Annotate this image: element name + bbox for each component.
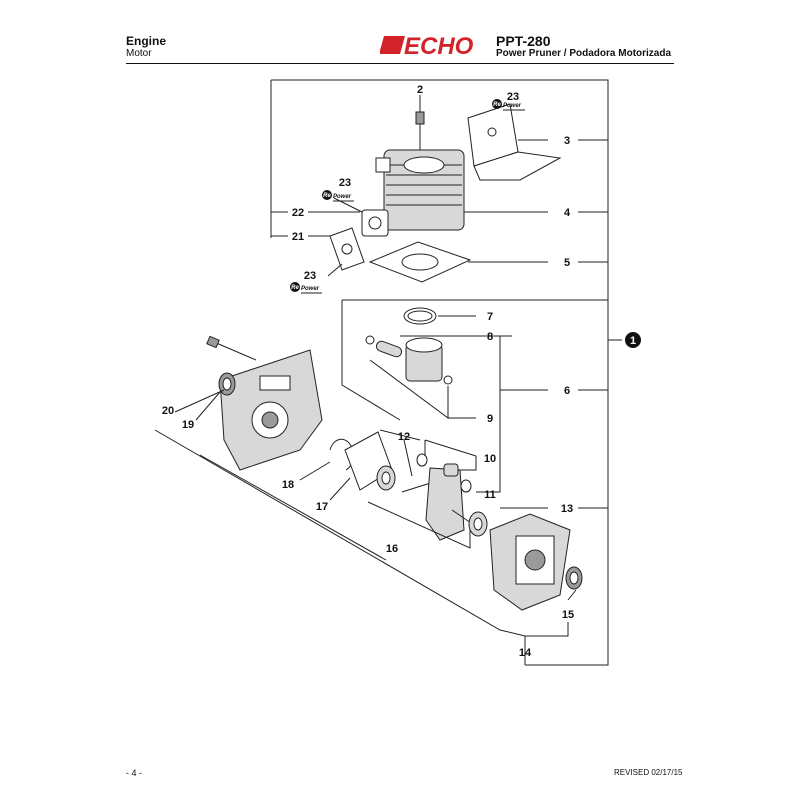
callout-16: 16 [386,543,398,555]
repower-re: Re [493,102,501,108]
callout-10: 10 [484,453,496,465]
logo-brand-text: ECHO [404,33,474,58]
cylinder [375,149,465,231]
callout-20: 20 [162,405,174,417]
callout-12: 12 [398,431,410,443]
repower-power: Power [333,194,352,200]
callout-1: 1 [630,335,636,347]
crankcase-right [489,513,571,611]
connecting-rod-washers [416,453,472,493]
repower-mark-mid: Re Power [322,190,354,202]
repower-power: Power [301,286,320,292]
crankcase-bolt [206,335,257,361]
cylinder-base-gasket [368,241,472,283]
echo-logo: ECHO [380,33,474,58]
oil-seal-right [565,566,583,590]
revision-date: REVISED 02/17/15 [614,768,683,777]
page-number: - 4 - [126,768,143,778]
callout-18: 18 [282,479,294,491]
leader-lines [154,139,577,665]
piston-ring [403,307,437,325]
cylinder-bolt [415,95,425,150]
piston [405,337,443,382]
callout-19: 19 [182,419,194,431]
page-subtitle: Motor [126,48,152,59]
repower-power: Power [503,103,522,109]
callout-11: 11 [484,489,496,501]
muffler-gasket [467,103,562,181]
callout-4: 4 [564,207,571,219]
page-title: Engine [126,34,167,48]
bearing-left [376,465,396,491]
assembly-marker-1: 1 [625,332,641,348]
callout-21: 21 [292,231,304,243]
callout-23-top: 23 [507,91,519,103]
bearing-right [468,511,488,537]
repower-re: Re [323,193,331,199]
crankcase-left [219,349,323,471]
header-divider [126,63,674,64]
callout-15: 15 [562,609,574,621]
needle-bearing [443,463,459,477]
callout-23-mid: 23 [339,177,351,189]
callout-6: 6 [564,385,570,397]
callout-13: 13 [561,503,573,515]
intake-gasket [329,227,365,271]
callout-7: 7 [487,311,493,323]
repower-mark-low: Re Power [290,282,322,294]
repower-mark-top: Re Power [492,99,525,111]
oil-seal-left [218,372,236,396]
repower-re: Re [291,285,299,291]
callout-14: 14 [519,647,532,659]
callout-9: 9 [487,413,493,425]
callout-23-low: 23 [304,270,316,282]
piston-circlips [365,335,453,385]
callout-3: 3 [564,135,570,147]
callout-5: 5 [564,257,570,269]
crankshaft [401,467,475,541]
callout-2: 2 [417,84,423,96]
model-number: PPT-280 [496,33,551,49]
insulator-gasket [361,209,389,237]
model-description: Power Pruner / Podadora Motorizada [496,48,672,59]
callout-22: 22 [292,207,304,219]
callout-8: 8 [487,331,493,343]
piston-pin [375,340,403,358]
callout-17: 17 [316,501,328,513]
